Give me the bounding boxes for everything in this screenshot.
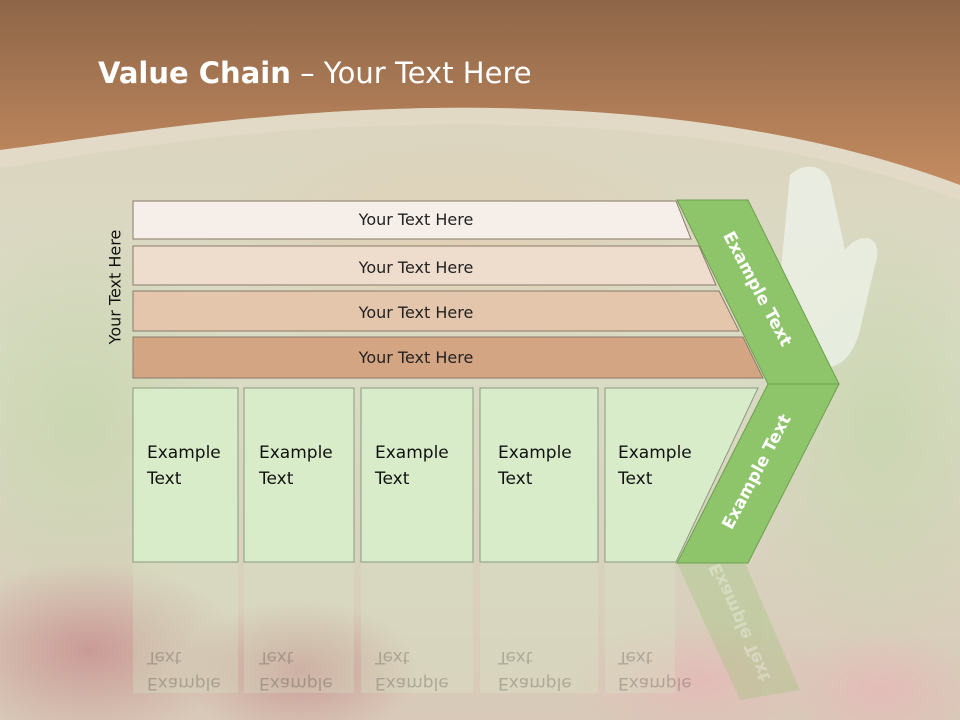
box-reflection-text: Example bbox=[498, 673, 572, 693]
bar-3 bbox=[132, 290, 740, 332]
bar-4 bbox=[132, 336, 764, 379]
bar-4-label: Your Text Here bbox=[358, 348, 474, 367]
arrow-reflection bbox=[677, 563, 800, 700]
box-reflection-text: Example bbox=[259, 673, 333, 693]
reflection-group bbox=[133, 563, 800, 700]
slide-title: Value Chain – Your Text Here bbox=[98, 56, 532, 90]
bar-1 bbox=[132, 200, 692, 240]
activity-box-1-line2: Text bbox=[146, 469, 182, 489]
box-reflection-text: Example bbox=[618, 673, 692, 693]
box-reflection bbox=[605, 563, 675, 693]
arrow-lower-segment bbox=[676, 383, 840, 564]
activity-box-3 bbox=[360, 387, 474, 563]
activity-box-1-line1: Example bbox=[147, 443, 221, 463]
box-reflection-text: Text bbox=[374, 647, 410, 667]
box-reflection-text: Example bbox=[375, 673, 449, 693]
slide-title-bold: Value Chain bbox=[98, 56, 291, 90]
box-reflection-text: Text bbox=[617, 647, 653, 667]
activity-box-3-line2: Text bbox=[374, 469, 410, 489]
box-reflection-text: Text bbox=[146, 647, 182, 667]
box-reflection bbox=[133, 563, 238, 693]
activity-box-5-line1: Example bbox=[618, 443, 692, 463]
activity-box-5-line2: Text bbox=[617, 469, 653, 489]
box-reflection bbox=[244, 563, 354, 693]
activity-box-1 bbox=[132, 387, 239, 563]
bar-3-label: Your Text Here bbox=[358, 303, 474, 322]
activity-box-5 bbox=[604, 387, 759, 563]
margin-arrow: Example Text Example Text bbox=[676, 199, 840, 564]
box-reflection-text: Text bbox=[258, 647, 294, 667]
activity-box-3-line1: Example bbox=[375, 443, 449, 463]
activity-box-2-line2: Text bbox=[258, 469, 294, 489]
box-reflection-text: Example bbox=[147, 673, 221, 693]
boxes-group: Example Text Example Text Example Text E… bbox=[132, 387, 759, 563]
activity-box-2 bbox=[243, 387, 355, 563]
activity-box-4 bbox=[479, 387, 599, 563]
box-reflection bbox=[361, 563, 473, 693]
bars-group: Your Text Here Your Text Here Your Text … bbox=[132, 200, 764, 379]
bar-1-label: Your Text Here bbox=[358, 210, 474, 229]
bar-2 bbox=[132, 245, 717, 286]
box-reflection bbox=[480, 563, 598, 693]
bar-2-label: Your Text Here bbox=[358, 258, 474, 277]
box-reflection-text: Text bbox=[497, 647, 533, 667]
activity-box-2-line1: Example bbox=[259, 443, 333, 463]
activity-box-4-line2: Text bbox=[497, 469, 533, 489]
activity-box-4-line1: Example bbox=[498, 443, 572, 463]
slide-title-rest: – Your Text Here bbox=[290, 56, 532, 90]
